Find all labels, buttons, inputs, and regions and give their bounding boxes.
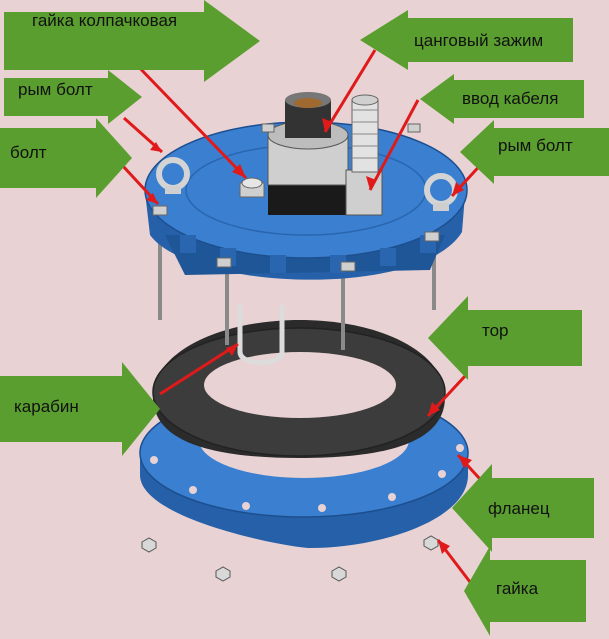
pointer-collet bbox=[323, 49, 377, 133]
callout-cable-entry-arrow bbox=[420, 74, 584, 124]
callout-cap-nut-arrow bbox=[4, 0, 260, 82]
callout-cap-nut-text: гайка колпачковая bbox=[32, 11, 178, 30]
callout-cap-nut: гайка колпачковая bbox=[4, 0, 260, 82]
callout-eye-bolt-right-arrow bbox=[460, 120, 609, 184]
callout-eye-bolt-right: рым болт bbox=[460, 120, 609, 184]
callout-flange: фланец bbox=[452, 464, 594, 552]
callout-eye-bolt-left-arrow bbox=[4, 70, 142, 124]
collet-clamp-part bbox=[267, 92, 349, 215]
callout-flange-arrow bbox=[452, 464, 594, 552]
callout-cable-entry-text: ввод кабеля bbox=[462, 89, 559, 108]
callout-torus: тор bbox=[428, 296, 582, 380]
callout-eye-bolt-left-text: рым болт bbox=[18, 80, 93, 99]
callout-bolt-arrow bbox=[0, 118, 132, 198]
callout-flange-text: фланец bbox=[488, 499, 550, 518]
pointer-heads bbox=[146, 118, 472, 554]
callout-torus-text: тор bbox=[482, 321, 509, 340]
callout-eye-bolt-left: рым болт bbox=[4, 70, 142, 124]
pointer-carabiner bbox=[159, 342, 239, 396]
callout-collet-clamp: цанговый зажим bbox=[360, 10, 573, 70]
callout-torus-arrow bbox=[428, 296, 582, 380]
callout-cable-entry: ввод кабеля bbox=[420, 74, 584, 124]
callout-nut-arrow bbox=[464, 546, 586, 636]
pointer-cap-nut bbox=[130, 58, 248, 180]
callout-nut: гайка bbox=[464, 546, 586, 636]
loose-nuts bbox=[141, 535, 439, 582]
callout-eye-bolt-right-text: рым болт bbox=[498, 136, 573, 155]
callout-carabiner-arrow bbox=[0, 362, 160, 456]
callout-carabiner-text: карабин bbox=[14, 397, 79, 416]
callout-bolt: болт bbox=[0, 118, 132, 198]
callout-bolt-text: болт bbox=[10, 143, 47, 162]
carabiner-shape bbox=[237, 305, 285, 365]
cap-nut-part bbox=[239, 177, 265, 198]
cable-entry-part bbox=[345, 94, 383, 216]
callout-collet-clamp-text: цанговый зажим bbox=[414, 31, 544, 50]
torus-gasket bbox=[152, 320, 446, 458]
eye-bolt-left-part bbox=[156, 157, 190, 194]
pointer-cable-entry bbox=[368, 99, 420, 191]
lid-bolts bbox=[152, 123, 440, 272]
callout-collet-clamp-arrow bbox=[360, 10, 573, 70]
callout-carabiner: карабин bbox=[0, 362, 160, 456]
callout-nut-text: гайка bbox=[496, 579, 539, 598]
